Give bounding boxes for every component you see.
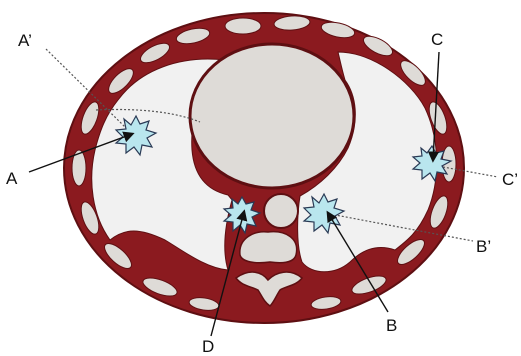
- label-c-prime: C’: [502, 170, 518, 189]
- aorta: [264, 194, 298, 228]
- heart: [190, 44, 354, 188]
- label-b: B: [386, 316, 397, 335]
- label-a: A: [6, 169, 18, 188]
- rib: [225, 18, 261, 34]
- label-a-prime: A’: [18, 31, 32, 50]
- label-c: C: [431, 30, 443, 49]
- label-d: D: [202, 337, 214, 356]
- label-b-prime: B’: [476, 237, 491, 256]
- vertebral-body: [240, 232, 297, 263]
